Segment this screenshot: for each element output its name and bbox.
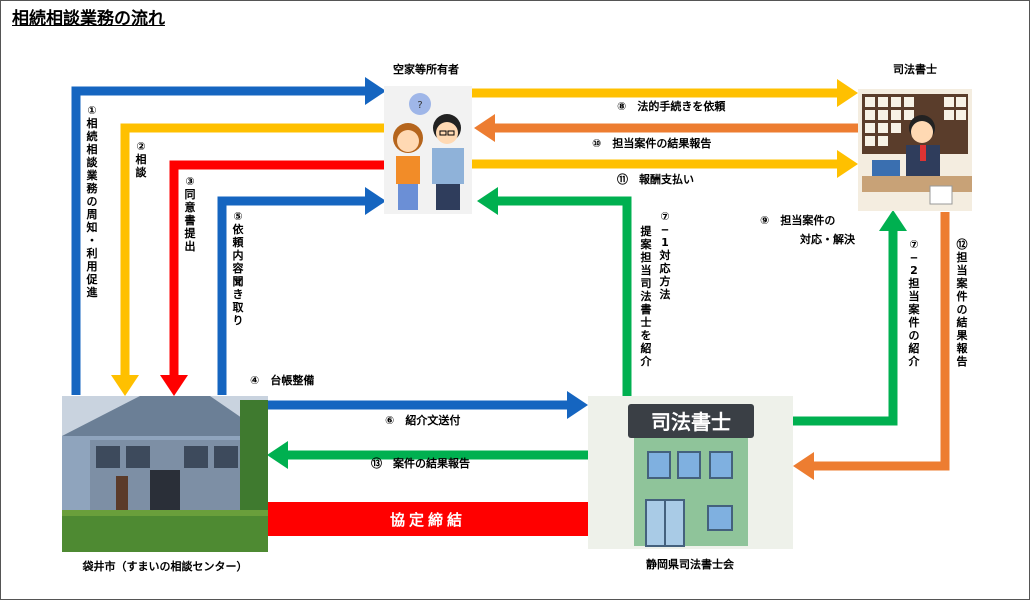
arrow-7-2-green [793, 210, 907, 426]
agreement-band [268, 502, 588, 536]
page-title: 相続相談業務の流れ [12, 9, 165, 29]
arrow-5-blue [217, 187, 386, 395]
arrow-10-orange [474, 114, 858, 142]
label-f10: ⑩ 担当案件の結果報告 [592, 136, 711, 150]
node-scrivener-label: 司法書士 [893, 62, 937, 76]
arrow-6-blue [268, 391, 588, 419]
label-f4: ④ 台帳整備 [250, 373, 314, 387]
node-association-label: 静岡県司法書士会 [646, 557, 735, 571]
label-f13: ⑬ 案件の結果報告 [371, 456, 470, 470]
label-f9-line2: 対応・解決 [799, 232, 856, 246]
arrow-7-1-green [477, 187, 632, 396]
svg-text:?: ? [417, 100, 422, 111]
agreement-label: 協定締結 [390, 511, 466, 529]
arrow-1-blue [71, 77, 386, 395]
node-owner-label: 空家等所有者 [393, 62, 459, 76]
association-building: 司法書士 [588, 396, 793, 549]
arrow-2-yellow [111, 123, 384, 396]
label-f8: ⑧ 法的手続きを依頼 [617, 99, 726, 113]
label-f6: ⑥ 紹介文送付 [385, 413, 460, 427]
building-sign: 司法書士 [651, 410, 731, 434]
arrow-3-red [160, 160, 384, 396]
city-office-photo [62, 396, 268, 552]
label-f9-line1: ⑨ 担当案件の [760, 213, 835, 227]
arrow-11-yellow [472, 150, 858, 178]
scrivener-illustration [858, 89, 972, 211]
owner-illustration: ? [384, 86, 472, 214]
arrow-13-green [267, 441, 588, 469]
label-f11: ⑪ 報酬支払い [617, 172, 694, 186]
node-city-label: 袋井市（すまいの相談センター） [82, 559, 248, 573]
arrow-8-yellow [472, 79, 858, 107]
arrow-12-orange [793, 212, 950, 480]
